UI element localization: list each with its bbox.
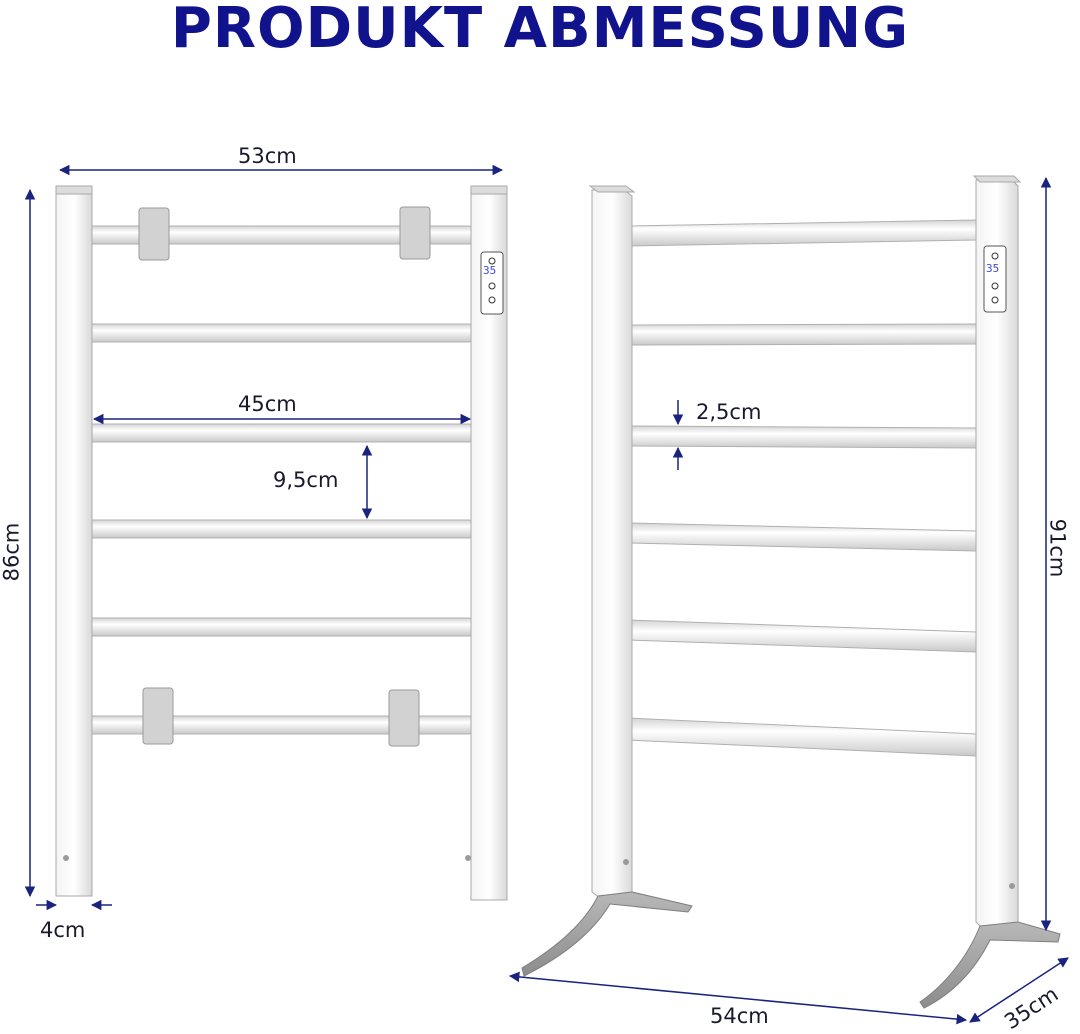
post-width-label: 4cm xyxy=(40,918,86,942)
bar-length-label: 45cm xyxy=(238,392,297,416)
control-panel xyxy=(480,251,504,315)
dimension-lines xyxy=(24,164,1069,1025)
control-panel-right xyxy=(983,245,1007,313)
foot-width-label: 54cm xyxy=(710,1004,769,1028)
left-panel-display: 35 xyxy=(483,264,497,277)
right-rack xyxy=(521,175,1061,1009)
wall-bracket-icon xyxy=(138,206,431,747)
timer-icon xyxy=(488,282,496,290)
width-label: 53cm xyxy=(238,144,297,168)
left-rack xyxy=(55,185,508,901)
power-icon xyxy=(488,257,496,265)
right-panel-display: 35 xyxy=(986,262,1000,275)
height-label-right: 91cm xyxy=(1045,518,1070,578)
bar-diameter-label: 2,5cm xyxy=(696,400,762,424)
right-bars xyxy=(627,219,977,757)
bar-spacing-label: 9,5cm xyxy=(273,468,339,492)
heat-level-icon xyxy=(488,296,496,304)
height-label-left: 86cm xyxy=(0,522,24,582)
page-title: PRODUKT ABMESSUNG xyxy=(170,0,910,61)
